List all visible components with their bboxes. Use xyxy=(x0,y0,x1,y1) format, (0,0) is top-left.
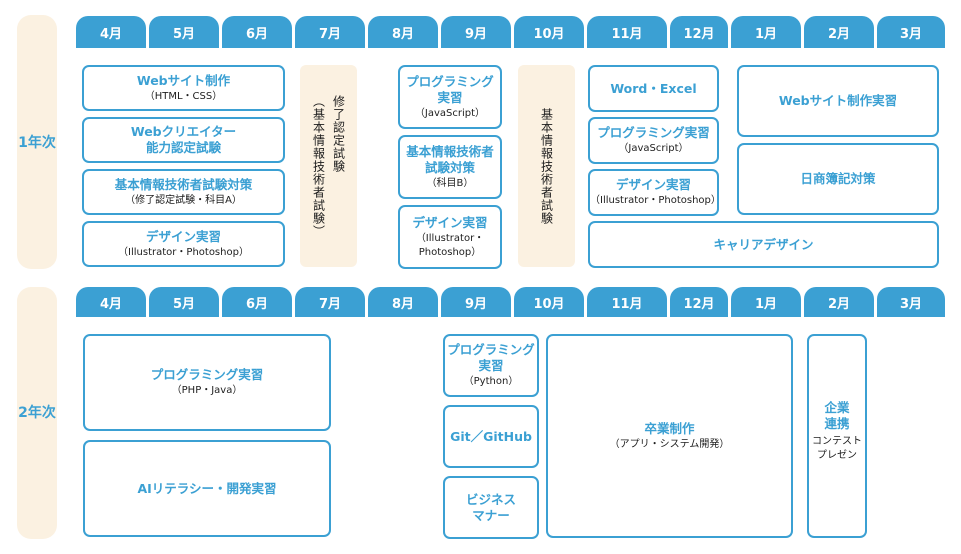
y2-month-2: 2月 xyxy=(804,287,874,317)
y1-month-12: 12月 xyxy=(670,16,728,48)
course-title: Git／GitHub xyxy=(450,428,532,444)
exam-completion-certification: 修了認定試験 （基本情報技術者試験） xyxy=(300,65,357,267)
course-design-practice-nov: デザイン実習 （Illustrator・Photoshop） xyxy=(588,169,721,216)
course-design-practice: デザイン実習 （Illustrator・Photoshop） xyxy=(82,221,285,267)
y2-month-3: 3月 xyxy=(877,287,945,317)
exam-sub-label: （基本情報技術者試験） xyxy=(311,94,326,238)
y1-month-9: 9月 xyxy=(441,16,511,48)
exam-main-label: 修了認定試験 xyxy=(331,94,346,173)
course-title: 卒業制作 xyxy=(644,420,695,436)
y1-month-4: 4月 xyxy=(76,16,146,48)
y1-month-5: 5月 xyxy=(149,16,219,48)
course-subtitle: （HTML・CSS） xyxy=(144,90,223,102)
y2-month-9: 9月 xyxy=(441,287,511,317)
year2-label: 2年次 xyxy=(18,405,56,421)
course-subtitle: （PHP・Java） xyxy=(171,385,243,396)
course-title: 基本情報技術者 試験対策 xyxy=(406,143,494,175)
year1-band xyxy=(17,15,57,269)
course-subtitle: （Illustrator・ Photoshop） xyxy=(415,232,485,258)
course-git-github: Git／GitHub xyxy=(443,405,539,468)
y2-month-5: 5月 xyxy=(149,287,219,317)
course-subtitle: コンテスト プレゼン xyxy=(812,436,862,461)
course-industry-collaboration: 企業 連携 コンテスト プレゼン xyxy=(807,334,867,538)
course-graduation-project: 卒業制作 （アプリ・システム開発） xyxy=(546,334,793,538)
course-fe-exam-prep-b: 基本情報技術者 試験対策 （科目B） xyxy=(398,135,502,199)
course-title: AIリテラシー・開発実習 xyxy=(137,480,277,496)
year2-band xyxy=(17,287,57,539)
course-title: Webサイト制作実習 xyxy=(778,93,898,108)
course-ai-literacy: AIリテラシー・開発実習 xyxy=(83,440,331,537)
y2-month-1: 1月 xyxy=(731,287,801,317)
course-web-site-production-practice: Webサイト制作実習 xyxy=(737,65,939,137)
course-title: プログラミング 実習 xyxy=(447,342,535,373)
course-subtitle: （JavaScript） xyxy=(618,143,689,154)
course-title: プログラミング実習 xyxy=(597,125,710,140)
course-title: プログラミング実習 xyxy=(150,367,264,382)
course-fe-exam-prep-a: 基本情報技術者試験対策 （修了認定試験・科目A） xyxy=(82,169,285,215)
y1-month-11: 11月 xyxy=(587,16,667,48)
y2-month-4: 4月 xyxy=(76,287,146,317)
y1-month-10: 10月 xyxy=(514,16,584,48)
course-career-design: キャリアデザイン xyxy=(588,221,939,268)
course-subtitle: （アプリ・システム開発） xyxy=(609,438,730,450)
course-subtitle: （Python） xyxy=(463,376,519,387)
course-title: Webサイト制作 xyxy=(136,72,231,88)
course-subtitle: （Illustrator・Photoshop） xyxy=(118,246,249,258)
course-title: 日商簿記対策 xyxy=(800,171,876,186)
course-subtitle: （科目B） xyxy=(426,177,474,189)
course-programming-php-java: プログラミング実習 （PHP・Java） xyxy=(83,334,331,431)
course-title: ビジネス マナー xyxy=(465,491,516,523)
y1-month-7: 7月 xyxy=(295,16,365,48)
course-title: 企業 連携 xyxy=(824,400,850,431)
y2-month-12: 12月 xyxy=(670,287,728,317)
y1-month-1: 1月 xyxy=(731,16,801,48)
y2-month-10: 10月 xyxy=(514,287,584,317)
course-title: デザイン実習 xyxy=(412,214,488,230)
course-title: デザイン実習 xyxy=(145,228,221,244)
y1-month-2: 2月 xyxy=(804,16,874,48)
course-title: キャリアデザイン xyxy=(713,236,814,252)
course-business-manners: ビジネス マナー xyxy=(443,476,539,539)
course-title: Webクリエイター 能力認定試験 xyxy=(130,124,237,155)
y1-month-3: 3月 xyxy=(877,16,945,48)
y2-month-6: 6月 xyxy=(222,287,292,317)
y2-month-11: 11月 xyxy=(587,287,667,317)
course-title: Word・Excel xyxy=(610,80,697,96)
course-word-excel: Word・Excel xyxy=(588,65,719,112)
course-subtitle: （修了認定試験・科目A） xyxy=(125,194,242,206)
course-design-practice-sep: デザイン実習 （Illustrator・ Photoshop） xyxy=(398,205,502,269)
course-subtitle: （JavaScript） xyxy=(414,107,486,119)
course-web-creator-exam: Webクリエイター 能力認定試験 xyxy=(82,117,285,163)
course-title: 基本情報技術者試験対策 xyxy=(114,176,253,192)
course-programming-js-nov: プログラミング実習 （JavaScript） xyxy=(588,117,719,164)
course-title: デザイン実習 xyxy=(615,177,691,192)
y2-month-8: 8月 xyxy=(368,287,438,317)
course-programming-python: プログラミング 実習 （Python） xyxy=(443,334,539,397)
y2-month-7: 7月 xyxy=(295,287,365,317)
year1-label: 1年次 xyxy=(18,135,56,151)
exam-main-label: 基本情報技術者試験 xyxy=(539,107,554,225)
course-bookkeeping-prep: 日商簿記対策 xyxy=(737,143,939,215)
y1-month-6: 6月 xyxy=(222,16,292,48)
course-web-site-production: Webサイト制作 （HTML・CSS） xyxy=(82,65,285,111)
exam-fundamental-it: 基本情報技術者試験 xyxy=(518,65,575,267)
y1-month-8: 8月 xyxy=(368,16,438,48)
course-programming-js-sep: プログラミング 実習 （JavaScript） xyxy=(398,65,502,129)
course-subtitle: （Illustrator・Photoshop） xyxy=(590,195,721,206)
course-title: プログラミング 実習 xyxy=(406,73,494,105)
